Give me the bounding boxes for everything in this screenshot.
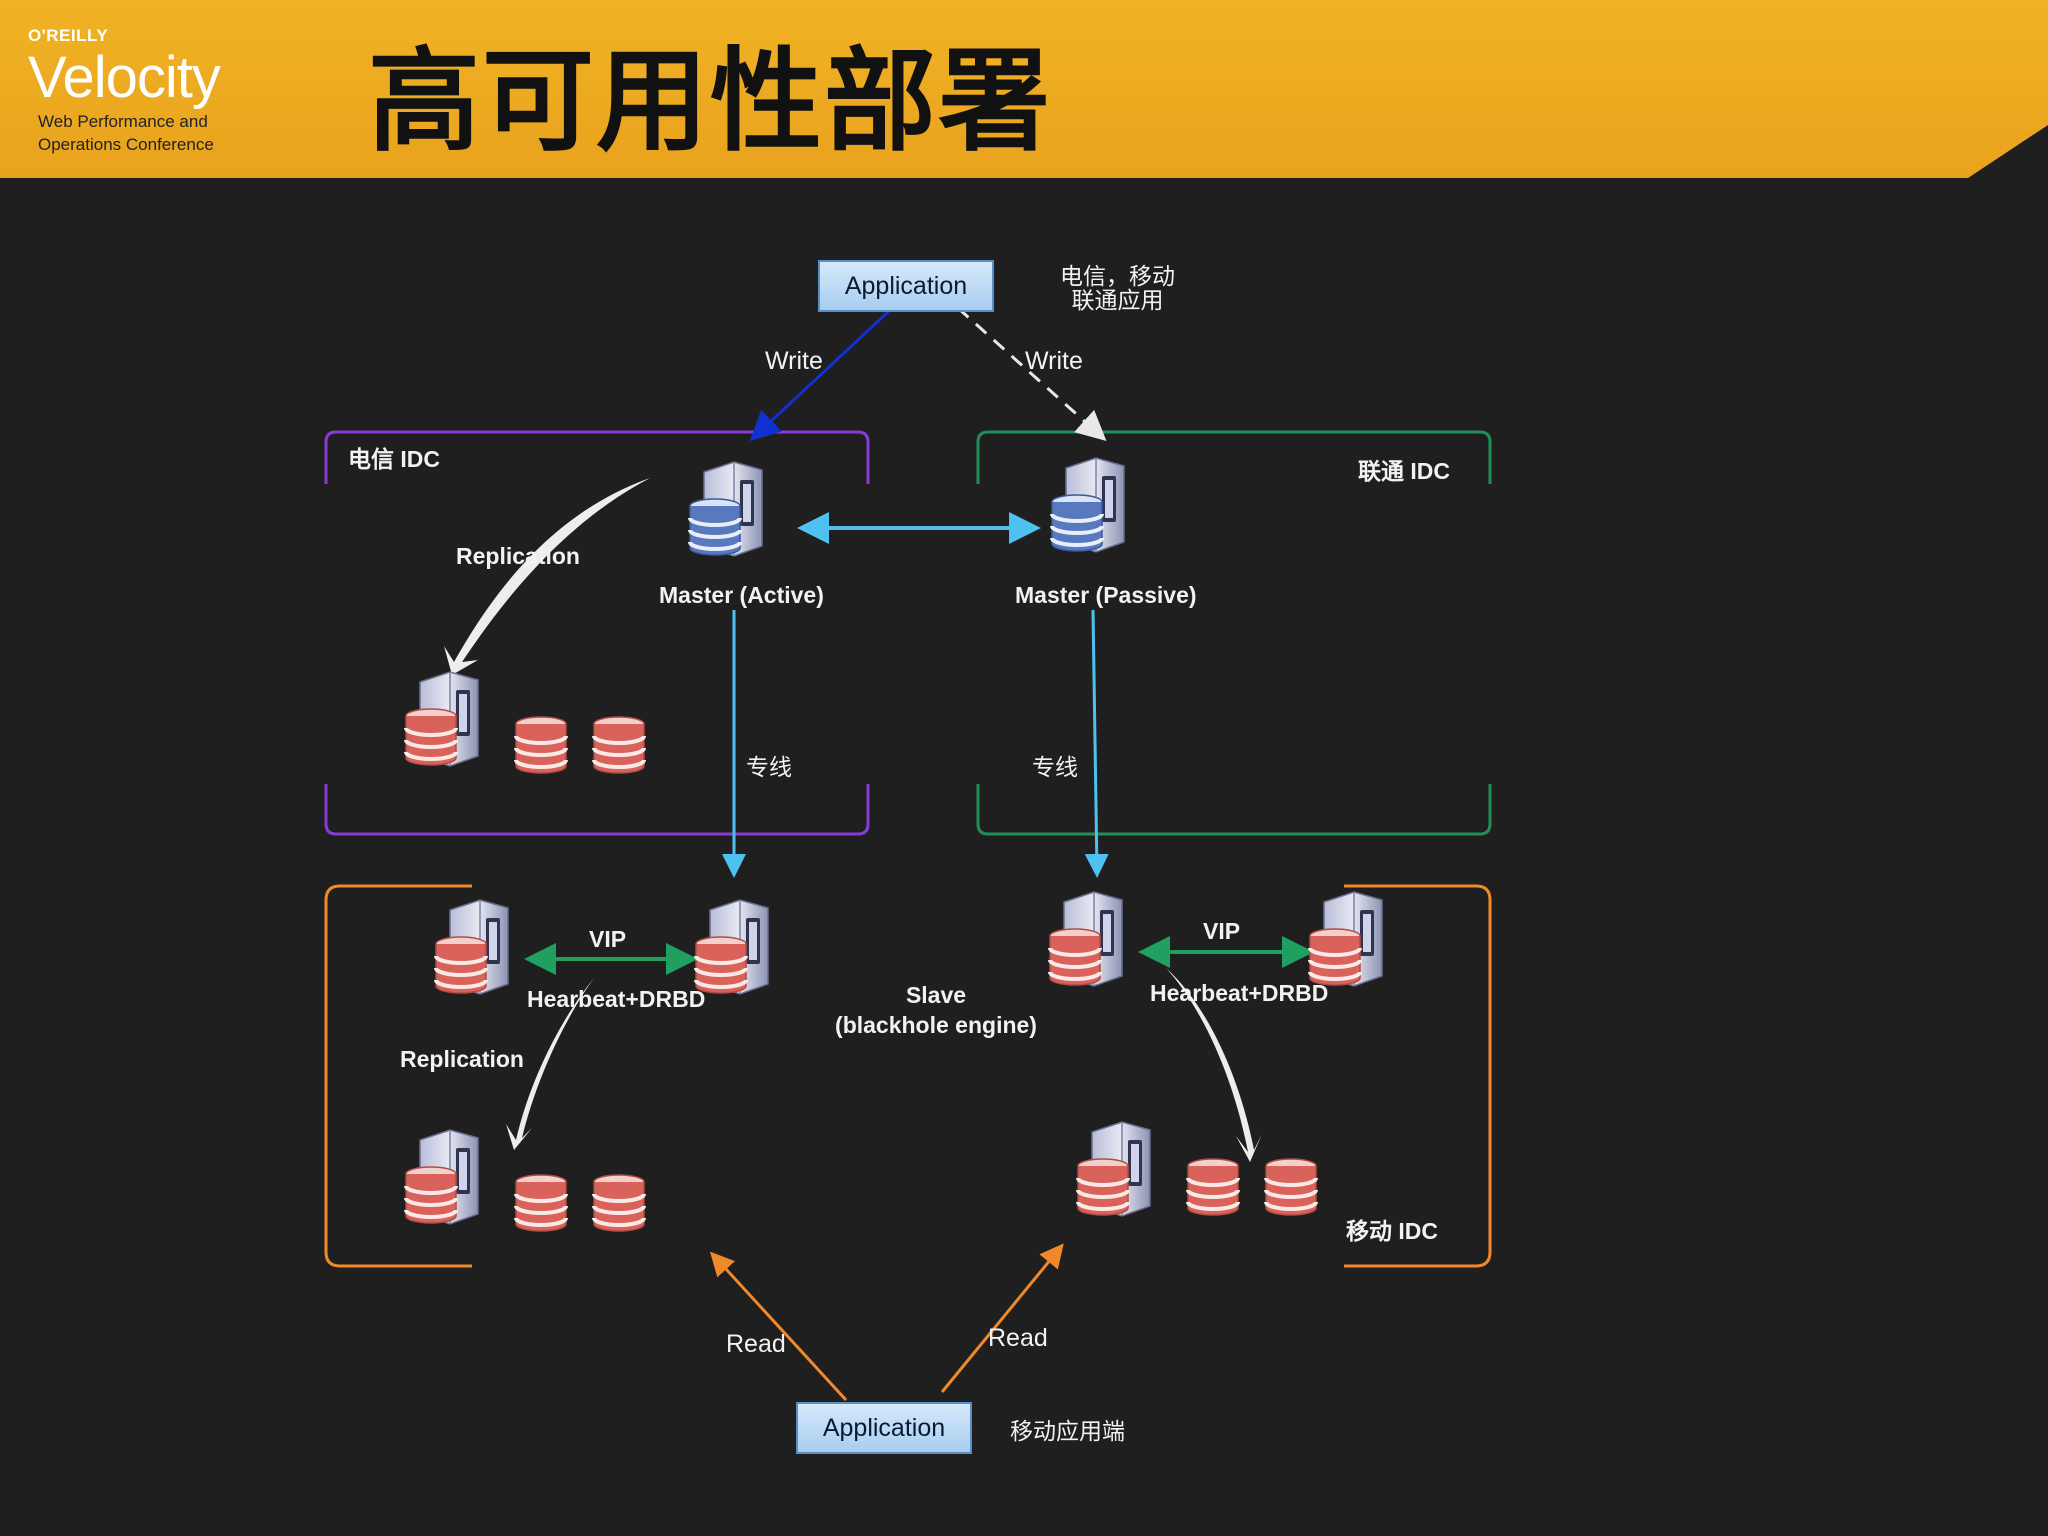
telecom-replication-label: Replication (456, 543, 580, 569)
heartbeat-label-right: Hearbeat+DRBD (1150, 980, 1329, 1006)
replication-arrow-left-lower (506, 978, 594, 1150)
velocity-wordmark: Velocity (28, 45, 221, 110)
leased-line-label-right: 专线 (1032, 754, 1078, 780)
replication-arrow-telecom (444, 478, 650, 675)
master-active-server-icon (690, 462, 762, 556)
left-lower-border (324, 884, 472, 1268)
telecom-idc-label: 电信 IDC (348, 446, 440, 472)
mobile-idc-border (1344, 884, 1492, 1268)
read-label-left: Read (726, 1330, 786, 1358)
write-arrow-passive (956, 306, 1107, 442)
velocity-logo: O'REILLY Velocity Web Performance and Op… (28, 26, 221, 154)
vip-label-right: VIP (1203, 918, 1241, 944)
logo-tagline-1: Web Performance and (38, 112, 208, 131)
telecom-slave-server-icon (406, 672, 478, 766)
write-label-left: Write (765, 347, 823, 375)
master-passive-label: Master (Passive) (1015, 582, 1197, 608)
oreilly-wordmark: O'REILLY (28, 26, 109, 45)
master-passive-server-icon (1052, 458, 1124, 552)
write-label-right: Write (1025, 347, 1083, 375)
unicom-idc-label: 联通 IDC (1358, 458, 1450, 484)
read-label-right: Read (988, 1324, 1048, 1352)
vip-label-left: VIP (589, 926, 627, 952)
unicom-idc-border-bottom (976, 784, 1492, 836)
mobile-slave-server-icon (1078, 1122, 1150, 1216)
telecom-db-icon-2 (592, 715, 646, 775)
mobile-db-icon-2 (1264, 1157, 1318, 1217)
slide-title: 高可用性部署 (368, 37, 1052, 167)
left-lower-db-icon-1 (514, 1173, 568, 1233)
slave-label: Slave (blackhole engine) (835, 982, 1037, 1038)
heartbeat-label-left: Hearbeat+DRBD (527, 986, 706, 1012)
header-bar: O'REILLY Velocity Web Performance and Op… (0, 0, 2048, 178)
left-lower-db-icon-2 (592, 1173, 646, 1233)
replication-arrow-mobile (1166, 968, 1262, 1162)
replication-label-left-lower: Replication (400, 1046, 524, 1072)
header-corner-cut (1968, 125, 2048, 178)
read-arrow-right (940, 1243, 1064, 1393)
logo-tagline-2: Operations Conference (38, 135, 214, 154)
right-vip-server-icon-1 (1050, 892, 1122, 986)
app-top-note: 电信，移动 联通应用 (1060, 263, 1175, 313)
read-arrow-left (709, 1251, 848, 1402)
app-bottom-note: 移动应用端 (1010, 1418, 1125, 1444)
left-vip-server-icon-1 (436, 900, 508, 994)
mobile-idc-label: 移动 IDC (1346, 1218, 1438, 1244)
left-lower-slave-server-icon (406, 1130, 478, 1224)
application-top-box: Application (818, 260, 994, 312)
application-bottom-box: Application (796, 1402, 972, 1454)
telecom-idc-border-top (324, 430, 870, 484)
right-vip-server-icon-2 (1310, 892, 1382, 986)
application-bottom-label: Application (822, 1413, 946, 1442)
unicom-idc-border-top (976, 430, 1492, 484)
telecom-idc-border-bottom (324, 784, 870, 836)
left-vip-server-icon-2 (696, 900, 768, 994)
telecom-db-icon-1 (514, 715, 568, 775)
master-active-label: Master (Active) (659, 582, 824, 608)
mobile-db-icon-1 (1186, 1157, 1240, 1217)
leased-line-label-left: 专线 (746, 754, 792, 780)
leased-line-arrow-right (1084, 609, 1109, 878)
write-arrow-active (749, 308, 892, 442)
application-top-label: Application (844, 271, 968, 300)
